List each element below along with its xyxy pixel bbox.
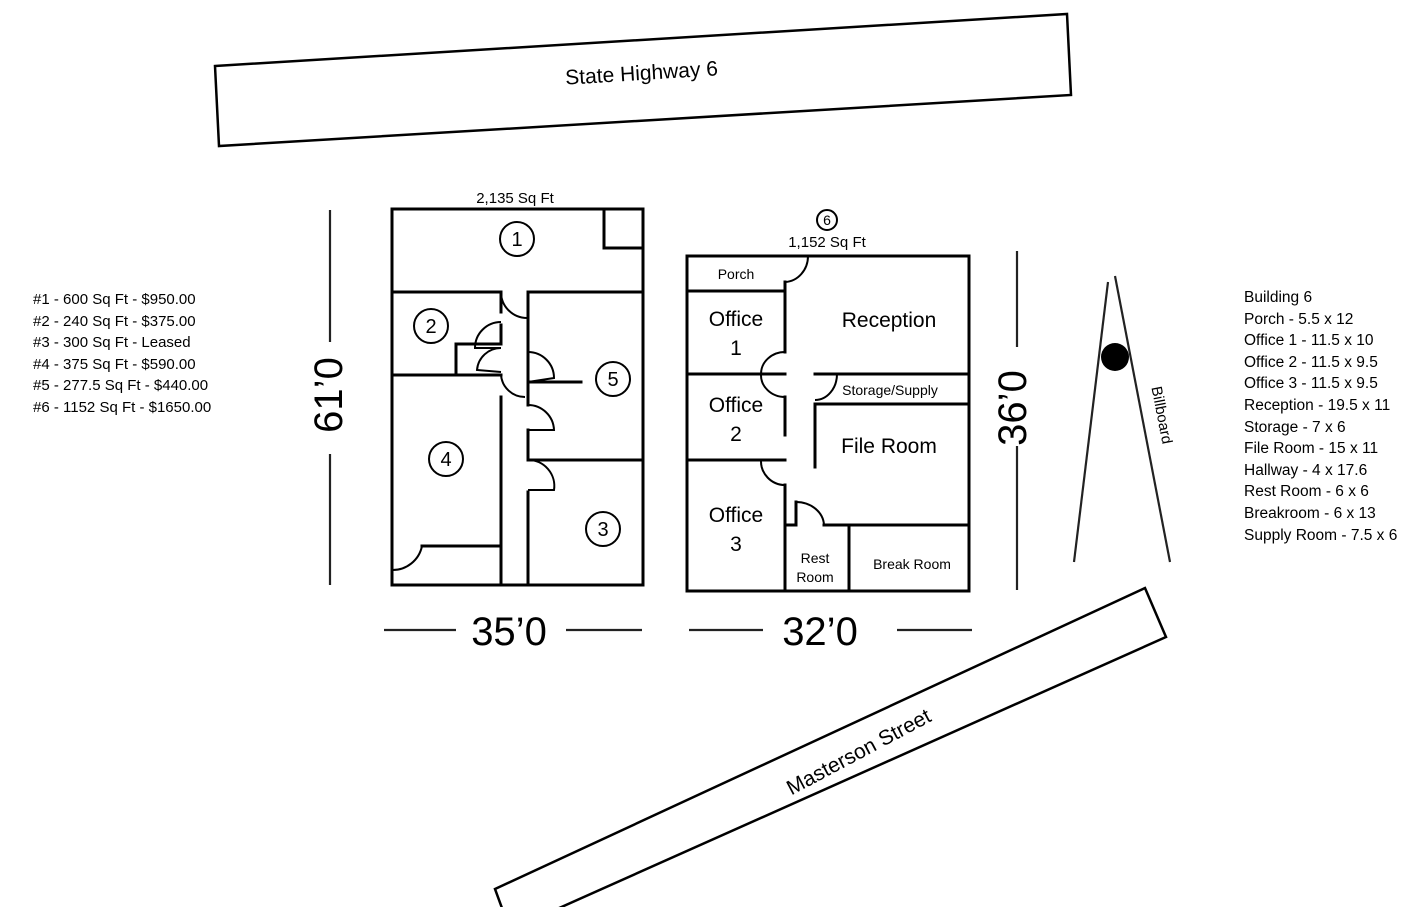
dimension-b-width: 32’0 bbox=[689, 610, 972, 654]
room-office-1: Office bbox=[709, 308, 763, 331]
door-swing bbox=[473, 321, 502, 349]
legend-item: Reception - 19.5 x 11 bbox=[1244, 396, 1391, 414]
legend-item: Hallway - 4 x 17.6 bbox=[1244, 461, 1368, 479]
legend-title: Building 6 bbox=[1244, 289, 1313, 306]
dimension-label: 32’0 bbox=[782, 610, 858, 654]
door-swing bbox=[527, 404, 556, 431]
building-b-outline bbox=[685, 254, 971, 593]
svg-text:4: 4 bbox=[440, 449, 451, 471]
room-break-room: Break Room bbox=[873, 556, 951, 572]
unit-3-marker[interactable]: 3 bbox=[585, 511, 621, 547]
highway-road-shape bbox=[213, 12, 1073, 148]
building-a-area: 2,135 Sq Ft bbox=[476, 190, 554, 207]
door-swing bbox=[759, 351, 786, 399]
svg-text:3: 3 bbox=[597, 519, 608, 541]
svg-text:5: 5 bbox=[607, 369, 618, 391]
legend-item: #4 - 375 Sq Ft - $590.00 bbox=[33, 355, 196, 373]
billboard-marker-icon bbox=[1101, 343, 1129, 371]
svg-text:6: 6 bbox=[823, 212, 831, 228]
room-office-3-number: 3 bbox=[730, 533, 742, 556]
door-swing bbox=[784, 255, 810, 283]
room-storage-supply: Storage/Supply bbox=[842, 382, 938, 398]
room-porch: Porch bbox=[718, 266, 755, 282]
legend-item: #3 - 300 Sq Ft - Leased bbox=[33, 334, 191, 352]
dimension-b-height: 36’0 bbox=[991, 251, 1035, 590]
legend-item: Office 1 - 11.5 x 10 bbox=[1244, 332, 1374, 350]
door-swing bbox=[527, 351, 556, 383]
street-road-shape bbox=[493, 586, 1168, 907]
legend-item: Storage - 7 x 6 bbox=[1244, 418, 1346, 436]
pricing-legend: #1 - 600 Sq Ft - $950.00 #2 - 240 Sq Ft … bbox=[33, 289, 211, 419]
unit-4-marker[interactable]: 4 bbox=[428, 441, 464, 477]
billboard-label: Billboard bbox=[1148, 385, 1176, 446]
building-b: 6 1,152 Sq Ft Porch Office 1 Office 2 Of… bbox=[685, 209, 971, 593]
dimension-a-height: 61’0 bbox=[307, 210, 351, 585]
legend-item: Supply Room - 7.5 x 6 bbox=[1244, 526, 1398, 544]
unit-5-marker[interactable]: 5 bbox=[595, 361, 631, 397]
legend-item: #1 - 600 Sq Ft - $950.00 bbox=[33, 291, 196, 308]
unit-1-marker[interactable]: 1 bbox=[499, 221, 535, 257]
wall bbox=[526, 428, 645, 462]
building-a: 2,135 Sq Ft 1 bbox=[390, 190, 645, 587]
legend-item: Porch - 5.5 x 12 bbox=[1244, 310, 1354, 328]
room-office-1-number: 1 bbox=[730, 337, 742, 360]
legend-item: Office 2 - 11.5 x 9.5 bbox=[1244, 353, 1378, 371]
dimension-label: 35’0 bbox=[471, 610, 547, 654]
room-rest-room-line2: Room bbox=[796, 569, 833, 585]
legend-item: #5 - 277.5 Sq Ft - $440.00 bbox=[33, 377, 209, 395]
door-swing bbox=[500, 374, 526, 399]
room-office-2-number: 2 bbox=[730, 423, 742, 446]
billboard: Billboard bbox=[1072, 275, 1176, 563]
legend-item: Rest Room - 6 x 6 bbox=[1244, 483, 1369, 501]
door-swing bbox=[759, 459, 786, 487]
wall bbox=[454, 342, 503, 377]
dimension-label: 36’0 bbox=[991, 370, 1035, 446]
door-swing bbox=[795, 500, 825, 526]
room-file-room: File Room bbox=[841, 435, 937, 458]
building-a-outline bbox=[390, 207, 645, 587]
room-reception: Reception bbox=[842, 309, 937, 332]
dimension-a-width: 35’0 bbox=[384, 610, 642, 654]
legend-item: Breakroom - 6 x 13 bbox=[1244, 504, 1376, 522]
billboard-sightline bbox=[1113, 275, 1172, 563]
svg-text:2: 2 bbox=[425, 316, 436, 338]
closet-wall bbox=[602, 207, 645, 250]
building-b-area: 1,152 Sq Ft bbox=[788, 234, 866, 251]
legend-item: File Room - 15 x 11 bbox=[1244, 440, 1379, 458]
door-swing bbox=[814, 373, 838, 401]
svg-text:1: 1 bbox=[511, 229, 522, 251]
state-highway-6: State Highway 6 bbox=[213, 12, 1073, 148]
unit-2-marker[interactable]: 2 bbox=[413, 308, 449, 344]
dimension-label: 61’0 bbox=[307, 357, 351, 433]
building-6-legend: Building 6 Porch - 5.5 x 12 Office 1 - 1… bbox=[1244, 287, 1397, 546]
door-swing bbox=[500, 291, 528, 319]
door-swing bbox=[475, 346, 502, 373]
door-swing bbox=[391, 545, 423, 572]
door-swing bbox=[527, 458, 556, 491]
room-office-3: Office bbox=[709, 504, 763, 527]
unit-6-marker[interactable]: 6 bbox=[816, 209, 838, 231]
legend-item: #6 - 1152 Sq Ft - $1650.00 bbox=[33, 398, 212, 416]
legend-item: #2 - 240 Sq Ft - $375.00 bbox=[33, 312, 196, 330]
room-office-2: Office bbox=[709, 394, 763, 417]
legend-item: Office 3 - 11.5 x 9.5 bbox=[1244, 375, 1378, 393]
room-rest-room: Rest bbox=[801, 550, 830, 566]
billboard-sightline bbox=[1072, 281, 1110, 563]
